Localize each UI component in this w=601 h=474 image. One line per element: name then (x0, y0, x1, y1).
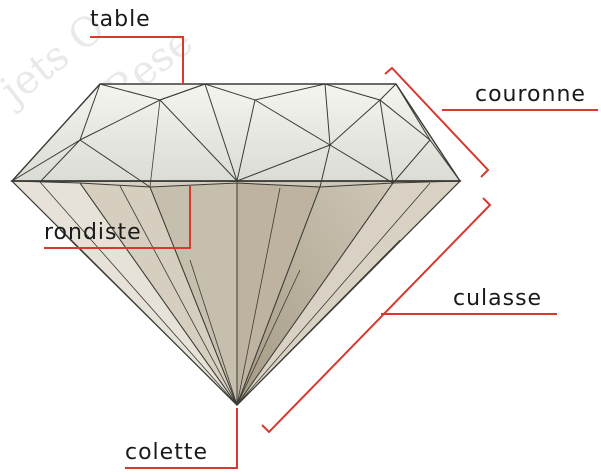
label-colette: colette (125, 442, 208, 464)
label-rondiste: rondiste (44, 222, 142, 244)
label-culasse: culasse (453, 288, 542, 310)
label-couronne: couronne (475, 84, 586, 106)
leader-line-table (90, 37, 183, 84)
label-table: table (90, 9, 151, 31)
diamond-pavilion (12, 181, 460, 405)
diamond-crown (12, 84, 460, 187)
